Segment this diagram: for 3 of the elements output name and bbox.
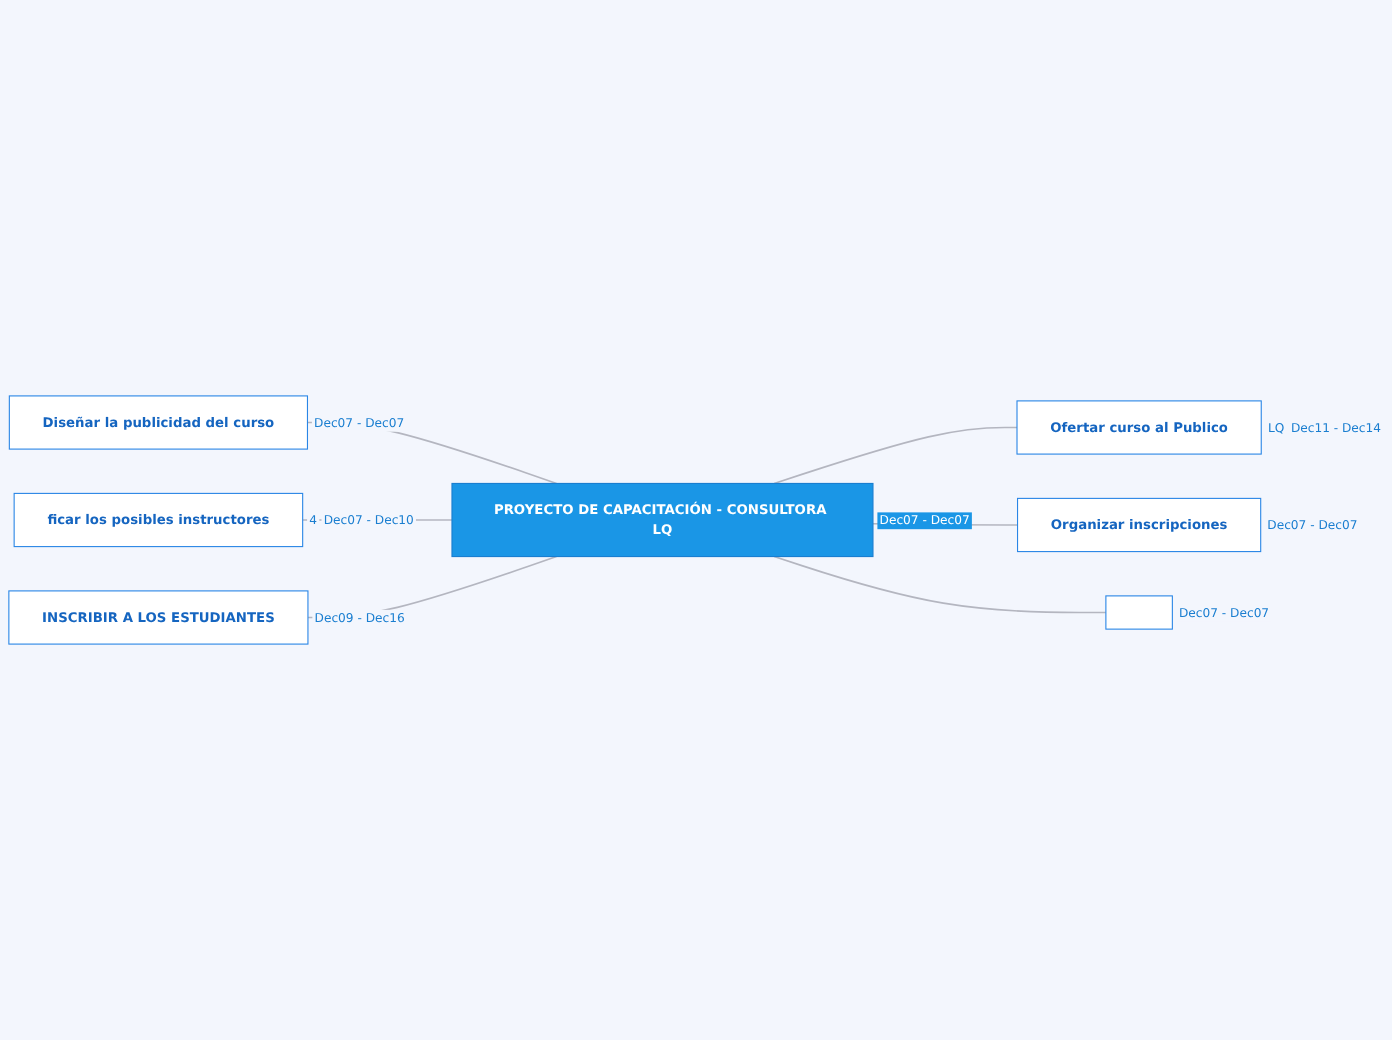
node-box <box>1105 595 1173 630</box>
connector <box>773 555 1107 614</box>
connector <box>773 426 1018 485</box>
